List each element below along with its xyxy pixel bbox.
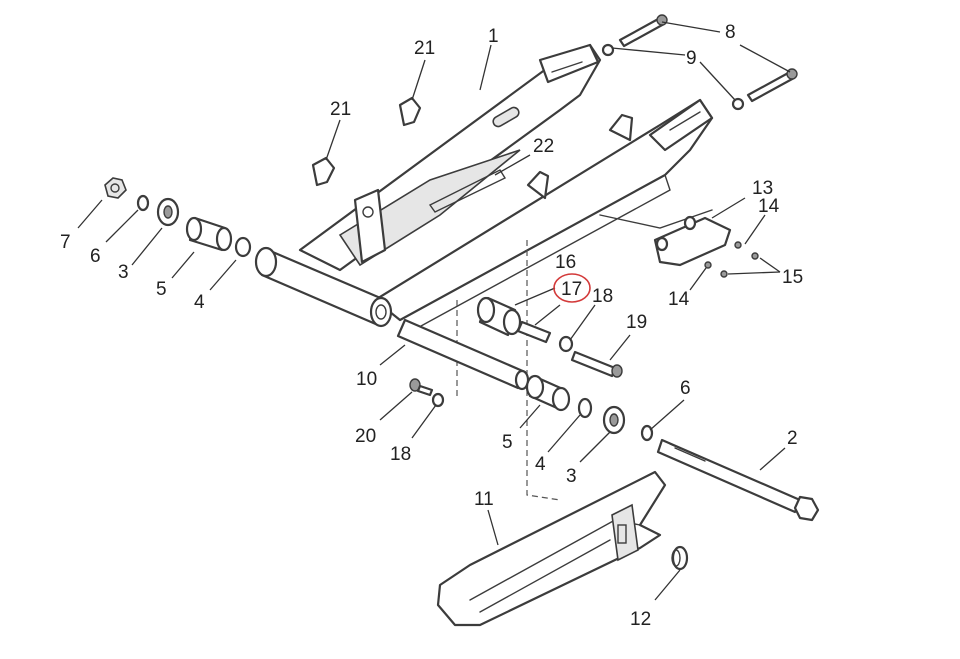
callout-7: 7 (60, 232, 71, 253)
callout-labels: 1 2 3 3 4 4 5 5 6 6 7 8 9 10 11 12 13 14… (60, 22, 803, 630)
callout-2: 2 (787, 428, 798, 449)
highlight-ring-17 (553, 273, 591, 303)
callout-14-top: 14 (758, 196, 780, 217)
callout-21-top: 21 (414, 38, 435, 59)
callout-5-left: 5 (156, 279, 167, 300)
callout-21-lower: 21 (330, 99, 351, 120)
callout-10: 10 (356, 369, 377, 390)
bracket-part-13 (599, 209, 759, 278)
callout-5-right: 5 (502, 432, 513, 453)
callout-3-left: 3 (118, 262, 129, 283)
callout-16: 16 (555, 252, 576, 273)
callout-6-left: 6 (90, 246, 101, 267)
callout-12: 12 (630, 609, 651, 630)
cable-clips-part-21 (311, 96, 422, 187)
small-bolt-washer (409, 378, 445, 408)
right-hardware-stack (525, 374, 820, 522)
swingarm-part-1 (254, 43, 714, 333)
callout-15: 15 (782, 267, 803, 288)
callout-18-right: 18 (592, 286, 613, 307)
left-hardware-stack (104, 177, 252, 258)
pivot-shaft-part-10 (396, 318, 530, 391)
callout-19: 19 (626, 312, 647, 333)
callout-6-right: 6 (680, 378, 691, 399)
callout-20: 20 (355, 426, 376, 447)
bushing-and-pin-hardware (476, 296, 623, 378)
callout-4-right: 4 (535, 454, 546, 475)
callout-11: 11 (474, 489, 494, 510)
plug-part-12 (671, 545, 689, 571)
callout-18-lower: 18 (390, 444, 411, 465)
callout-13: 13 (752, 178, 773, 199)
callout-14-bottom: 14 (668, 289, 690, 310)
callout-9: 9 (686, 48, 697, 69)
chain-guard-part-11 (436, 470, 667, 627)
callout-22: 22 (533, 136, 554, 157)
callout-17: 17 (561, 279, 582, 300)
callout-3-right: 3 (566, 466, 577, 487)
leader-lines (77, 21, 791, 601)
callout-1: 1 (488, 26, 499, 47)
bolts-part-8 (601, 14, 798, 111)
callout-8: 8 (725, 22, 736, 43)
callout-4-left: 4 (194, 292, 205, 313)
